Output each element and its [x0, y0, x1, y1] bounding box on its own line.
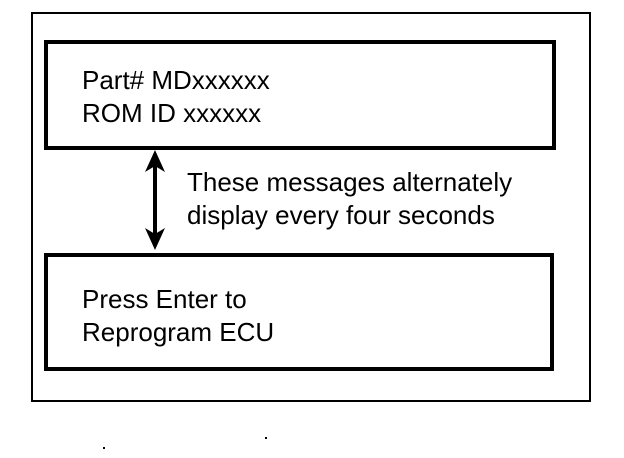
note-line-2: display every four seconds [187, 200, 495, 230]
note-line-1: These messages alternately [187, 167, 513, 197]
message-box-reprogram: Press Enter to Reprogram ECU [44, 253, 554, 371]
alternation-note: These messages alternately display every… [187, 166, 512, 232]
message-box-part-rom: Part# MDxxxxxx ROM ID xxxxxx [44, 40, 556, 150]
scan-speck [103, 447, 105, 449]
message-reprogram-ecu: Reprogram ECU [82, 317, 275, 347]
double-arrow-icon [145, 150, 165, 250]
scan-speck [265, 437, 267, 439]
message-part-number: Part# MDxxxxxx [82, 65, 270, 95]
diagram-frame [31, 12, 591, 402]
message-press-enter: Press Enter to [82, 284, 247, 314]
message-rom-id: ROM ID xxxxxx [82, 98, 262, 128]
